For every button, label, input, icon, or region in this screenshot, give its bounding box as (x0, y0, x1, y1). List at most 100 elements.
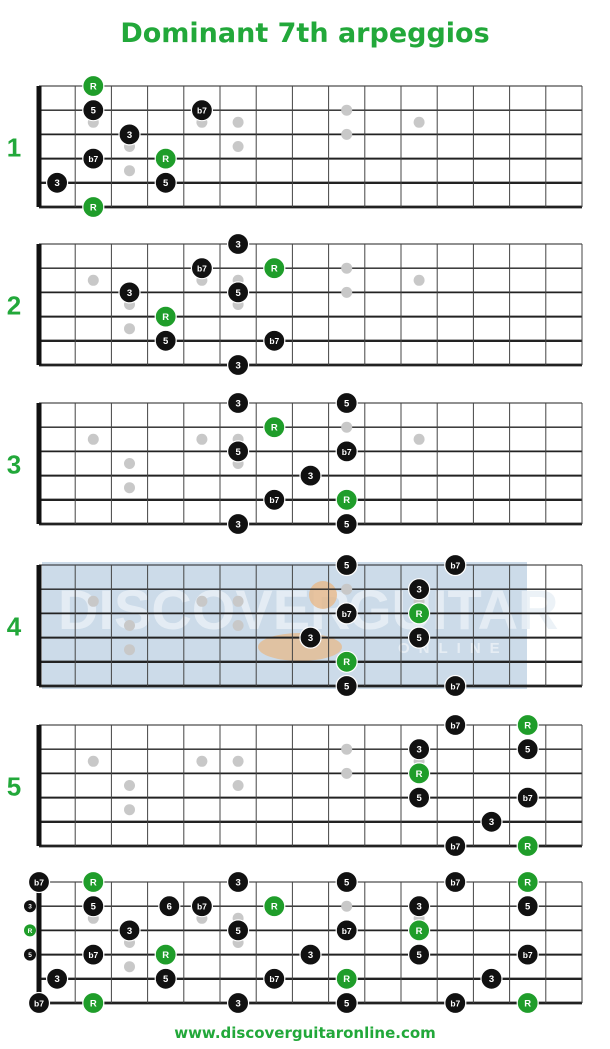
note-circle (444, 870, 467, 894)
note-label: b7 (450, 681, 460, 691)
note-label: R (90, 998, 97, 1009)
diagram-number: 3 (7, 450, 21, 480)
note-circle (227, 512, 250, 536)
arpeggio-note: 3 (45, 171, 69, 194)
arpeggio-note: b7 (444, 991, 467, 1015)
diagram-number: 1 (7, 133, 21, 163)
arpeggio-note: 5 (516, 895, 539, 918)
note-circle (516, 991, 539, 1015)
note-label: R (90, 81, 97, 92)
fret-inlay-dot (196, 433, 208, 445)
root-note: R (335, 967, 358, 990)
open-string-marker (24, 900, 36, 913)
note-circle (227, 440, 250, 463)
fret-inlay-dot (124, 323, 135, 335)
arpeggio-note: b7 (82, 943, 105, 966)
note-label: b7 (34, 877, 44, 887)
note-label: R (271, 423, 278, 434)
note-label: 5 (235, 447, 241, 458)
note-label: 5 (91, 902, 97, 913)
note-circle (299, 943, 322, 966)
note-circle (154, 967, 177, 990)
arpeggio-note: 5 (335, 553, 358, 577)
open-string-marker (24, 948, 36, 961)
fret-inlay-dot (87, 595, 99, 607)
arpeggio-note: b7 (335, 440, 358, 463)
arpeggio-note: b7 (263, 488, 286, 511)
root-note: R (154, 943, 177, 966)
arpeggio-note: 3 (118, 123, 141, 146)
note-label: 5 (344, 398, 350, 409)
arpeggio-note: b7 (190, 895, 213, 918)
arpeggio-note: b7 (444, 674, 467, 698)
fret-inlay-dot (124, 620, 135, 631)
arpeggio-note: b7 (444, 713, 467, 737)
note-label: 3 (127, 288, 132, 299)
note-label: 5 (416, 633, 422, 644)
note-circle (408, 578, 431, 601)
note-label: 5 (344, 519, 350, 530)
arpeggio-note: 3 (480, 967, 503, 990)
note-label: 5 (416, 950, 422, 961)
root-note: R (82, 74, 105, 98)
root-note: R (408, 919, 431, 942)
note-circle (227, 870, 250, 894)
note-circle (335, 674, 358, 698)
arpeggio-note: b7 (27, 870, 51, 894)
note-label: b7 (450, 841, 460, 851)
note-label: b7 (197, 902, 207, 912)
note-circle (335, 391, 358, 415)
note-circle (82, 870, 105, 894)
note-label: R (524, 720, 531, 731)
root-note: R (263, 416, 286, 439)
note-label: 3 (489, 974, 494, 985)
note-circle (118, 281, 141, 304)
note-circle (335, 870, 358, 894)
note-label: b7 (34, 998, 44, 1008)
website-url: www.discoverguitaronline.com (174, 1024, 436, 1042)
fret-inlay-dot (124, 644, 135, 656)
note-circle (516, 870, 539, 894)
arpeggio-note: b7 (516, 786, 539, 809)
note-circle (335, 512, 358, 536)
fret-inlay-dot (413, 274, 425, 286)
note-circle (190, 895, 213, 918)
root-note: R (82, 991, 105, 1015)
root-note: R (408, 762, 431, 785)
fret-inlay-dot (341, 128, 353, 140)
arpeggio-note: 3 (227, 512, 250, 536)
page-title: Dominant 7th arpeggios (120, 18, 490, 49)
fret-inlay-dot (124, 458, 135, 469)
note-circle (227, 353, 250, 377)
note-label: b7 (269, 974, 279, 984)
note-label: 3 (235, 360, 240, 371)
root-note: R (516, 834, 539, 858)
arpeggio-note: 3 (118, 919, 141, 942)
note-label: 5 (235, 926, 241, 937)
note-label: 3 (127, 926, 132, 937)
note-circle (408, 895, 431, 918)
note-label: b7 (450, 877, 460, 887)
note-label: b7 (269, 336, 279, 346)
arpeggio-note: 5 (335, 391, 358, 415)
fret-inlay-dot (341, 262, 353, 274)
note-label: 5 (91, 106, 97, 117)
arpeggio-note: 3 (227, 870, 250, 894)
diagram-number: 5 (7, 772, 21, 802)
note-circle (408, 626, 431, 649)
note-circle (408, 738, 431, 761)
note-circle (82, 74, 105, 98)
note-label: 3 (308, 471, 313, 482)
note-circle (299, 626, 322, 649)
note-circle (263, 416, 286, 439)
note-circle (227, 232, 250, 256)
arpeggio-note: b7 (444, 834, 467, 858)
note-circle (118, 123, 141, 146)
arpeggio-note: 3 (299, 943, 322, 966)
note-circle (335, 553, 358, 577)
